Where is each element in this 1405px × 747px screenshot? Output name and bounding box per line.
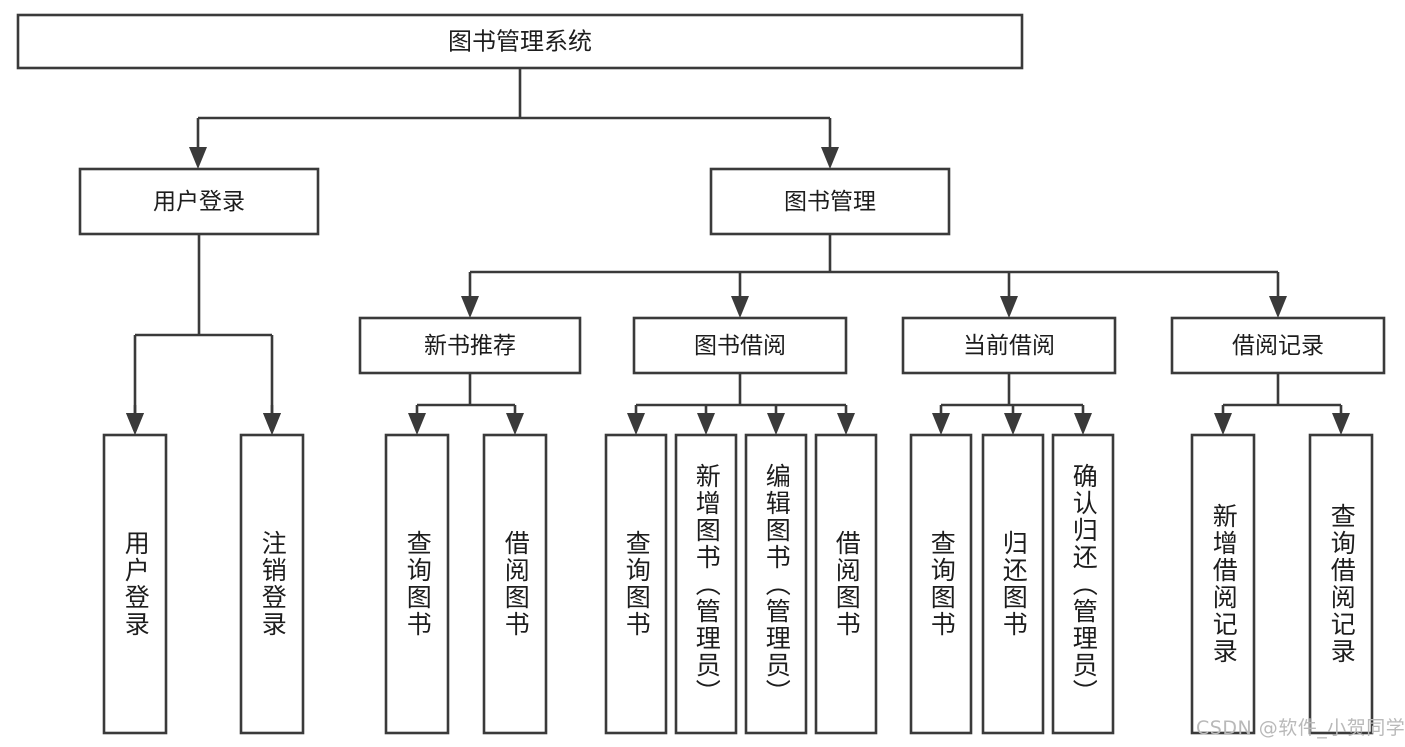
- node-box-book-management[interactable]: [709, 167, 951, 236]
- arrow-down-icon: [1332, 413, 1350, 435]
- node-label-root: 图书管理系统: [448, 28, 592, 56]
- node-box-leaf-user-login[interactable]: [102, 433, 168, 735]
- arrow-down-icon: [837, 413, 855, 435]
- node-box-leaf-query-borrow-record[interactable]: [1308, 433, 1374, 735]
- node-label-book-management: 图书管理: [784, 189, 876, 215]
- arrow-down-icon: [1074, 413, 1092, 435]
- arrow-down-icon: [408, 413, 426, 435]
- node-box-user-login[interactable]: [78, 167, 320, 236]
- node-box-leaf-confirm-return-admin[interactable]: [1051, 433, 1115, 735]
- node-box-layer: [16, 13, 1386, 735]
- node-label-borrow-records: 借阅记录: [1232, 333, 1324, 359]
- node-box-borrow-records[interactable]: [1170, 316, 1386, 375]
- arrow-down-icon: [263, 413, 281, 435]
- node-box-new-book-recommend[interactable]: [358, 316, 582, 375]
- arrow-down-icon: [731, 296, 749, 318]
- node-box-leaf-query-book-current[interactable]: [909, 433, 973, 735]
- node-label-book-borrow: 图书借阅: [694, 333, 786, 359]
- node-label-user-login: 用户登录: [153, 189, 245, 215]
- arrow-down-icon: [506, 413, 524, 435]
- arrow-down-icon: [821, 147, 839, 169]
- arrow-down-icon: [1269, 296, 1287, 318]
- node-box-root[interactable]: [16, 13, 1024, 70]
- arrow-down-icon: [1214, 413, 1232, 435]
- node-box-leaf-edit-book-admin[interactable]: [744, 433, 808, 735]
- node-box-leaf-borrow-book-recommend[interactable]: [482, 433, 548, 735]
- arrow-down-icon: [697, 413, 715, 435]
- node-label-current-borrow: 当前借阅: [963, 333, 1055, 359]
- arrow-down-icon: [126, 413, 144, 435]
- node-box-leaf-add-book-admin[interactable]: [674, 433, 738, 735]
- arrow-down-icon: [767, 413, 785, 435]
- arrow-down-icon: [189, 147, 207, 169]
- csdn-watermark: CSDN @软件_小贺同学: [1196, 717, 1405, 739]
- arrow-down-icon: [627, 413, 645, 435]
- node-box-leaf-query-book-borrow[interactable]: [604, 433, 668, 735]
- arrow-down-icon: [1004, 413, 1022, 435]
- node-box-leaf-query-book-recommend[interactable]: [384, 433, 450, 735]
- node-box-current-borrow[interactable]: [901, 316, 1117, 375]
- node-box-leaf-return-book[interactable]: [981, 433, 1045, 735]
- connector-layer: [126, 68, 1350, 435]
- node-box-book-borrow[interactable]: [632, 316, 848, 375]
- node-box-leaf-borrow-book[interactable]: [814, 433, 878, 735]
- node-box-leaf-logout-login[interactable]: [239, 433, 305, 735]
- arrow-down-icon: [1000, 296, 1018, 318]
- node-label-new-book-recommend: 新书推荐: [424, 333, 516, 359]
- node-box-leaf-add-borrow-record[interactable]: [1190, 433, 1256, 735]
- arrow-down-icon: [932, 413, 950, 435]
- arrow-down-icon: [461, 296, 479, 318]
